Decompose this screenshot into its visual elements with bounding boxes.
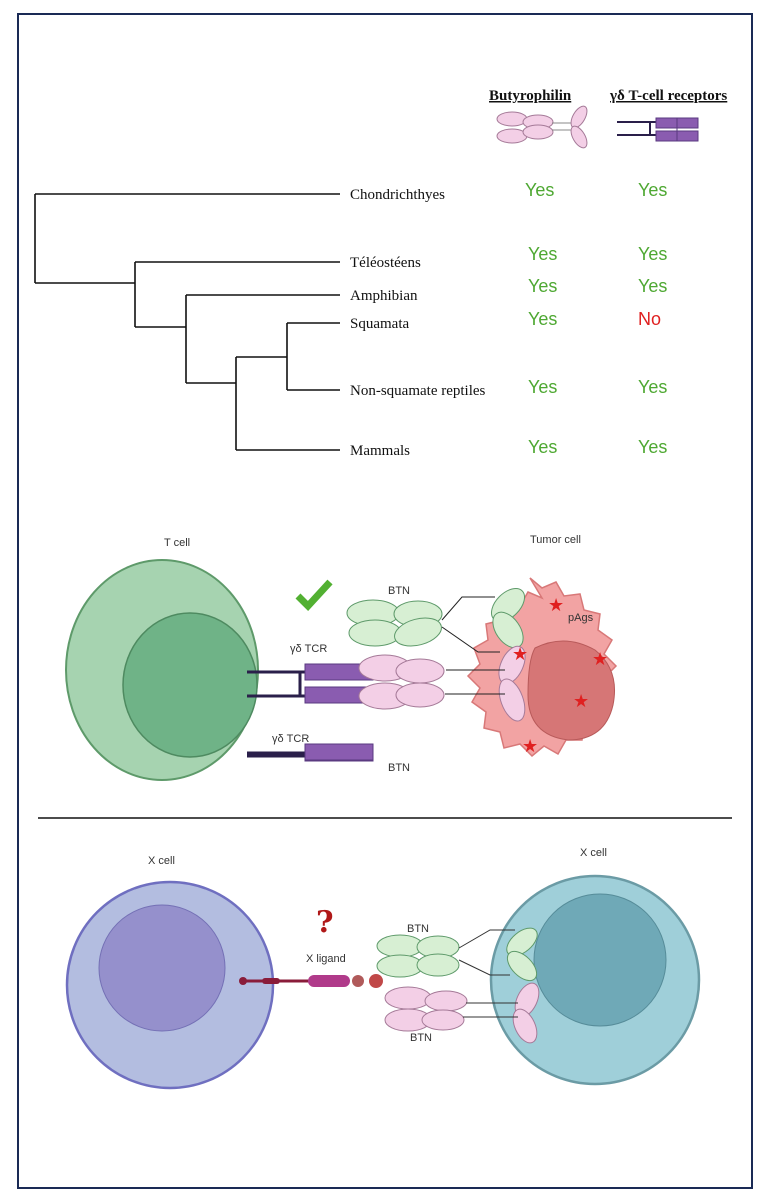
panel-t-cell-tumor: T cell Tumor cell BTN BTN γδ TCR γδ TCR … (65, 534, 618, 781)
tumor-cell-label: Tumor cell (530, 534, 581, 546)
btn-connectors-panel1 (441, 596, 505, 695)
butyrophilin-value: Yes (528, 377, 557, 397)
tumor-nucleus (527, 640, 616, 741)
tcr-value: Yes (638, 377, 667, 397)
tcr-value: Yes (638, 276, 667, 296)
header-butyrophilin: Butyrophilin (489, 88, 572, 104)
butyrophilin-value: Yes (528, 244, 557, 264)
butyrophilin-value: Yes (525, 180, 554, 200)
taxon-label: Chondrichthyes (350, 187, 445, 203)
header-tcr: γδ T-cell receptors (609, 88, 727, 104)
butyrophilin-icon (496, 105, 588, 149)
question-mark-icon: ? (316, 905, 334, 940)
tcr-value: No (638, 309, 661, 329)
btn-connectors (458, 929, 518, 1018)
taxon-label: Amphibian (350, 288, 418, 304)
btn-label-top: BTN (407, 923, 429, 935)
butyrophilin-value: Yes (528, 309, 557, 329)
pags-label: pAgs (568, 612, 594, 624)
x-ligand-label: X ligand (306, 953, 346, 965)
svg-text:★: ★ (548, 595, 564, 616)
svg-text:★: ★ (522, 736, 538, 757)
btn-pink (384, 982, 540, 1044)
tcr-value: Yes (638, 180, 667, 200)
tcr-receptors (247, 670, 305, 758)
checkmark-icon (295, 579, 333, 612)
btn-label-bottom: BTN (410, 1032, 432, 1044)
btn-pink (358, 645, 526, 722)
tcr-chains (304, 663, 374, 762)
x-cell-right-nucleus (533, 893, 667, 1027)
tcr-icon (617, 117, 699, 142)
butyrophilin-value: Yes (528, 276, 557, 296)
pags-star-icons: ★★★★★ (512, 595, 608, 757)
taxon-label: Non-squamate reptiles (350, 383, 486, 399)
presence-values: Yes Yes Yes Yes Yes Yes Yes No Yes Yes Y… (525, 180, 667, 457)
panel-x-cells: X cell X cell ? X ligand BTN BTN (65, 847, 701, 1090)
x-cell-left-label: X cell (148, 855, 175, 867)
t-cell-label: T cell (164, 537, 190, 549)
svg-text:★: ★ (512, 644, 528, 665)
tcr-label-bottom: γδ TCR (272, 733, 309, 745)
taxa-labels: Chondrichthyes Téléostéens Amphibian Squ… (350, 187, 486, 459)
x-cell-left-nucleus (98, 904, 226, 1032)
phylogenetic-tree (34, 193, 340, 451)
btn-green (346, 588, 525, 649)
svg-text:★: ★ (592, 649, 608, 670)
tcr-label-top: γδ TCR (290, 643, 327, 655)
svg-text:★: ★ (573, 691, 589, 712)
t-cell-nucleus (122, 612, 258, 758)
taxon-label: Mammals (350, 443, 410, 459)
btn-green (376, 927, 538, 982)
tcr-value: Yes (638, 244, 667, 264)
taxon-label: Squamata (350, 316, 409, 332)
btn-label-top: BTN (388, 585, 410, 597)
x-cell-right-label: X cell (580, 847, 607, 859)
x-ligand (239, 974, 383, 988)
butyrophilin-value: Yes (528, 437, 557, 457)
btn-label-bottom: BTN (388, 762, 410, 774)
tcr-value: Yes (638, 437, 667, 457)
taxon-label: Téléostéens (350, 255, 421, 271)
